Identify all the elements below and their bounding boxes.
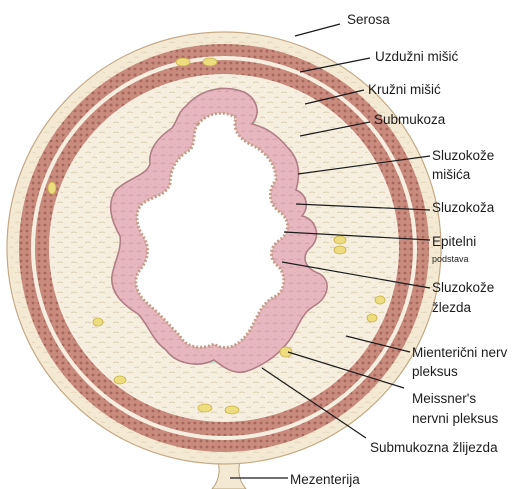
label-myenteric-plexus-2: pleksus bbox=[412, 364, 458, 379]
label-mucosal-gland-1: Sluzokože bbox=[432, 280, 494, 295]
label-epithelial-1: Epitelni bbox=[432, 234, 476, 249]
label-circular-muscle: Kružni mišić bbox=[368, 82, 441, 97]
label-mesentery: Mezenterija bbox=[290, 472, 360, 487]
label-muscularis-mucosae-1: Sluzokože bbox=[432, 148, 494, 163]
label-epithelial-2: podstava bbox=[432, 254, 469, 264]
label-myenteric-plexus-1: Mienterični nerv bbox=[412, 345, 508, 360]
label-meissner-plexus-2: nervni pleksus bbox=[412, 411, 499, 426]
label-submucosa: Submukoza bbox=[374, 112, 446, 127]
label-muscularis-mucosae-2: mišića bbox=[432, 167, 471, 182]
label-serosa: Serosa bbox=[347, 12, 390, 27]
label-meissner-plexus-1: Meissner's bbox=[412, 391, 476, 406]
label-mucosal-gland-2: žlezda bbox=[432, 300, 472, 315]
label-submucosal-gland: Submukozna žlijezda bbox=[370, 440, 498, 455]
label-mucosa: Sluzokoža bbox=[432, 200, 495, 215]
label-longitudinal-muscle: Uzdužni mišić bbox=[375, 49, 459, 64]
